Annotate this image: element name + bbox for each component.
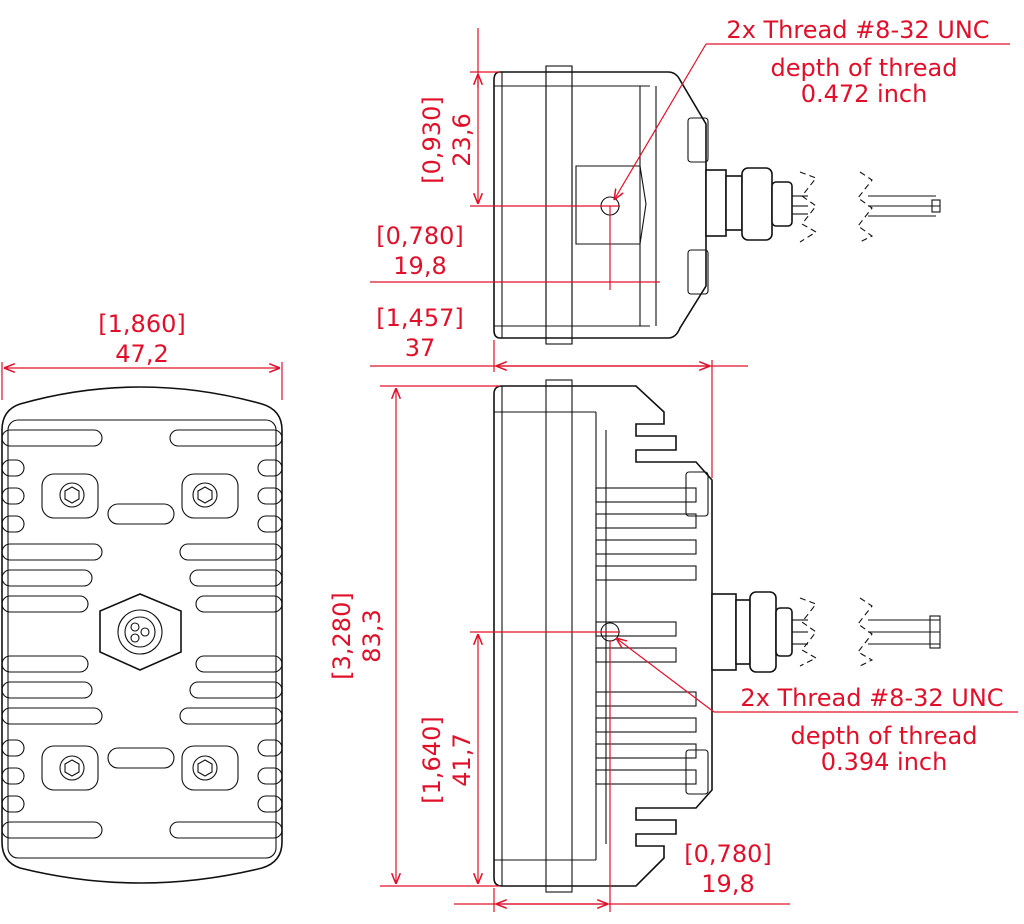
side-height-inch: [3,280] xyxy=(328,592,356,679)
front-connector xyxy=(99,593,182,671)
top-cable-gland xyxy=(705,167,941,243)
top-depth-inch: [1,457] xyxy=(376,304,463,332)
front-screw-top-right xyxy=(181,473,239,519)
top-thread-note-line2: depth of thread xyxy=(771,54,958,82)
top-hole-height-mm: 23,6 xyxy=(448,113,476,166)
front-screw-bottom-right xyxy=(181,745,239,791)
side-fins xyxy=(595,487,697,785)
side-thread-note-line2: depth of thread xyxy=(791,722,978,750)
front-fins xyxy=(1,429,283,839)
side-thread-note-line3: 0.394 inch xyxy=(821,748,948,776)
top-thread-note-line1: 2x Thread #8-32 UNC xyxy=(726,16,989,44)
top-hole-height-inch: [0,930] xyxy=(418,96,446,183)
front-screw-bottom-left xyxy=(41,745,99,791)
top-hole-offset-inch: [0,780] xyxy=(376,222,463,250)
top-thread-note-line3: 0.472 inch xyxy=(801,80,928,108)
front-screw-top-left xyxy=(41,473,99,519)
top-view: [0,930] 23,6 [0,780] 19,8 [1,457] 37 2x … xyxy=(370,16,1010,478)
front-width-inch: [1,860] xyxy=(98,310,185,338)
side-hole-offset-inch: [0,780] xyxy=(684,840,771,868)
side-hole-height-mm: 41,7 xyxy=(448,733,476,786)
side-view: [3,280] 83,3 [1,640] 41,7 [0,780] 19,8 2… xyxy=(328,379,1018,912)
front-view: [1,860] 47,2 xyxy=(1,310,283,884)
side-thread-note-line1: 2x Thread #8-32 UNC xyxy=(740,684,1003,712)
top-depth-mm: 37 xyxy=(405,334,436,362)
side-height-mm: 83,3 xyxy=(358,609,386,662)
side-cable-gland xyxy=(711,591,941,673)
top-hole-offset-mm: 19,8 xyxy=(393,252,446,280)
side-hole-offset-mm: 19,8 xyxy=(701,870,754,898)
front-width-mm: 47,2 xyxy=(115,340,168,368)
side-hole-height-inch: [1,640] xyxy=(418,716,446,803)
